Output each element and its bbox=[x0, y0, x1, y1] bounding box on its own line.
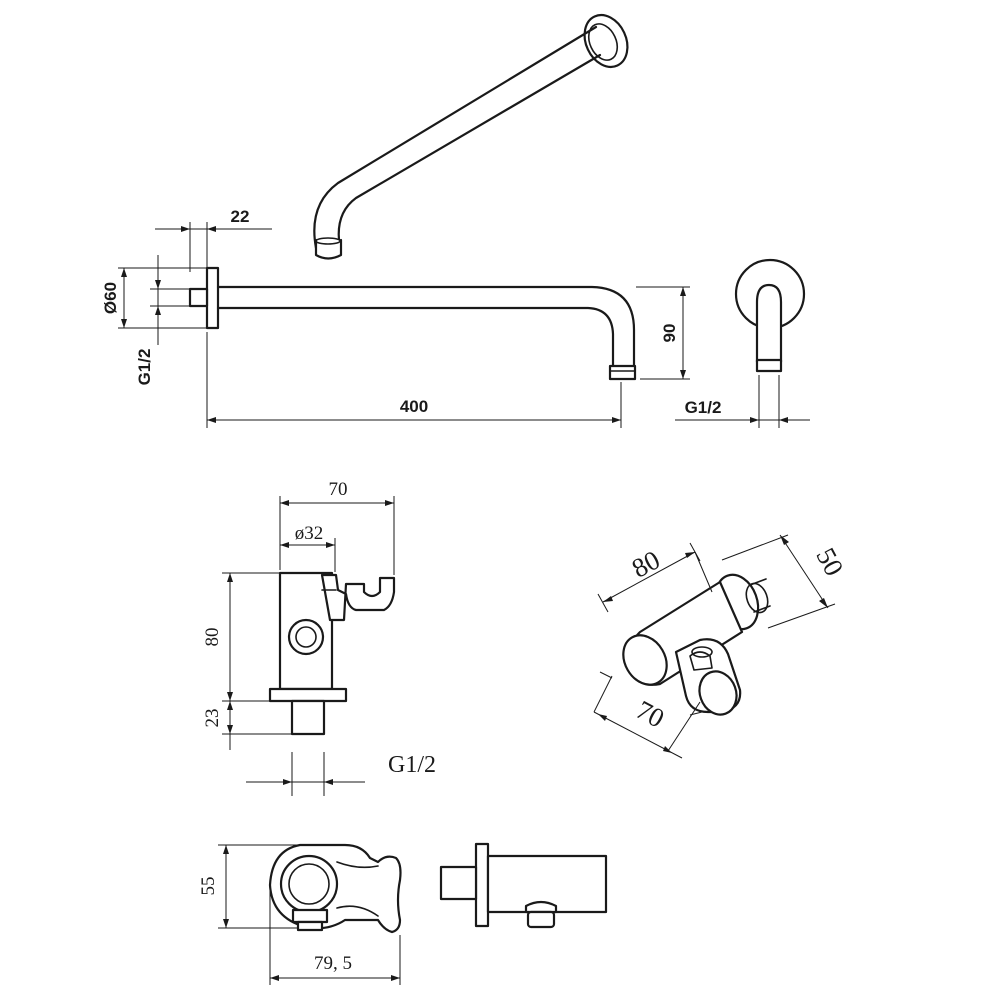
dim-60-label: Ø60 bbox=[101, 282, 120, 314]
dim-55-arrow-bottom bbox=[223, 919, 229, 928]
dim-22-label: 22 bbox=[231, 207, 250, 226]
dim-795-label: 79, 5 bbox=[314, 953, 352, 974]
dim-iso80-line bbox=[602, 551, 696, 603]
dim-hthread-label: G1/2 bbox=[388, 752, 436, 778]
side-view-stub bbox=[439, 865, 478, 901]
arm-perspective-view bbox=[313, 14, 629, 260]
dim-iso70-tick-right bbox=[667, 701, 701, 752]
top-view-connector bbox=[291, 908, 329, 924]
dim-iso50-line bbox=[779, 534, 829, 609]
holder-front-view: 70 ø32 80 23 G1/2 bbox=[202, 479, 436, 796]
dim-iso80-ext bbox=[694, 551, 713, 593]
arm-outlet bbox=[314, 238, 343, 260]
dim-iso80-label: 80 bbox=[627, 544, 665, 583]
dim-h80-label: 80 bbox=[202, 628, 223, 647]
dim-end-thread-arrow-right bbox=[779, 417, 788, 423]
arm-flange-plate bbox=[205, 266, 220, 330]
arm-end-view: G1/2 bbox=[675, 258, 810, 428]
end-view-nozzle bbox=[755, 358, 783, 373]
dim-thread-arrow-bottom bbox=[155, 306, 161, 315]
dim-iso70-label: 70 bbox=[631, 694, 669, 733]
arm-pipe-top bbox=[216, 285, 636, 370]
dim-iso50-arrow-top bbox=[780, 535, 789, 545]
dim-thread-arrow-top bbox=[155, 280, 161, 289]
dim-90-arrow-bottom bbox=[680, 370, 686, 379]
dim-32-arrow-left bbox=[280, 542, 289, 548]
dim-iso70-arrow-left bbox=[598, 714, 607, 721]
dim-h70-arrow-right bbox=[385, 500, 394, 506]
dim-55-label: 55 bbox=[198, 877, 219, 896]
dim-end-thread-arrow-left bbox=[750, 417, 759, 423]
arm-pipe-upper-edge bbox=[313, 25, 598, 250]
dim-iso50-ext-bottom bbox=[767, 603, 836, 629]
arm-flange-inner-ring bbox=[587, 23, 619, 61]
holder-top-view: 55 79, 5 bbox=[198, 843, 402, 985]
side-view-flange bbox=[474, 842, 490, 928]
arm-nozzle bbox=[608, 364, 637, 381]
holder-base-plate bbox=[268, 687, 348, 703]
dim-400-arrow-left bbox=[207, 417, 216, 423]
dim-400-label: 400 bbox=[400, 397, 428, 416]
dim-end-thread-label: G1/2 bbox=[685, 398, 722, 417]
dim-23-arrow-top bbox=[227, 701, 233, 710]
top-view-connector-tip bbox=[296, 920, 324, 932]
iso-cradle-end bbox=[698, 670, 738, 716]
side-view-outlet bbox=[526, 910, 556, 929]
arm-pipe-lower-edge bbox=[337, 53, 602, 250]
dim-iso70-tick-left bbox=[593, 675, 613, 713]
iso-cradle-top bbox=[691, 646, 713, 658]
dim-thread-label: G1/2 bbox=[135, 349, 154, 386]
dim-90-arrow-top bbox=[680, 287, 686, 296]
dim-23-label: 23 bbox=[202, 709, 223, 728]
holder-knob-outer bbox=[287, 618, 325, 656]
top-view-ring-inner bbox=[288, 863, 330, 905]
holder-stub bbox=[290, 699, 326, 736]
dim-iso80-arrow-left bbox=[603, 596, 613, 602]
top-view-cradle-curves bbox=[336, 861, 379, 917]
dim-h80-arrow-bottom bbox=[227, 692, 233, 701]
dim-h80-arrow-top bbox=[227, 573, 233, 582]
holder-cradle bbox=[320, 573, 396, 622]
dim-iso80-arrow-right bbox=[685, 552, 695, 558]
dim-400-arrow-right bbox=[612, 417, 621, 423]
dim-hthread-arrow-left bbox=[283, 779, 292, 785]
dim-90-label: 90 bbox=[660, 324, 679, 343]
dim-hthread-arrow-right bbox=[324, 779, 333, 785]
dim-60-arrow-top bbox=[121, 268, 127, 277]
holder-side-view bbox=[439, 842, 608, 929]
iso-body-end bbox=[622, 634, 668, 686]
iso-stub-edges bbox=[749, 578, 771, 613]
dim-22-arrow-right bbox=[207, 226, 216, 232]
side-view-outlet-collar bbox=[524, 900, 558, 914]
arm-threaded-stub bbox=[188, 287, 209, 308]
dim-795-arrow-right bbox=[391, 975, 400, 981]
dim-iso70-arrow-right bbox=[663, 746, 672, 753]
dim-iso80-tick-left bbox=[597, 593, 609, 613]
dim-32-arrow-right bbox=[326, 542, 335, 548]
dim-22-arrow-left bbox=[181, 226, 190, 232]
holder-body bbox=[278, 571, 334, 691]
dim-795-arrow-left bbox=[270, 975, 279, 981]
holder-knob-inner bbox=[295, 626, 317, 648]
dim-h70-arrow-left bbox=[280, 500, 289, 506]
dim-iso70-ext-left bbox=[599, 671, 613, 679]
arm-side-view: 22 Ø60 G1/2 400 90 bbox=[101, 207, 690, 428]
dim-iso50-ext-top bbox=[721, 534, 789, 561]
dim-iso50-arrow-bottom bbox=[819, 598, 828, 608]
dim-h70-label: 70 bbox=[329, 479, 348, 500]
holder-isometric-view: 80 50 70 bbox=[593, 534, 850, 759]
arm-pipe-bottom bbox=[216, 306, 615, 370]
end-view-pipe bbox=[755, 283, 783, 364]
dim-60-arrow-bottom bbox=[121, 319, 127, 328]
arm-outlet-rim bbox=[315, 237, 341, 245]
dim-55-arrow-top bbox=[223, 845, 229, 854]
dim-iso50-label: 50 bbox=[810, 543, 849, 581]
dim-23-arrow-bottom bbox=[227, 725, 233, 734]
dim-32-label: ø32 bbox=[295, 523, 324, 544]
